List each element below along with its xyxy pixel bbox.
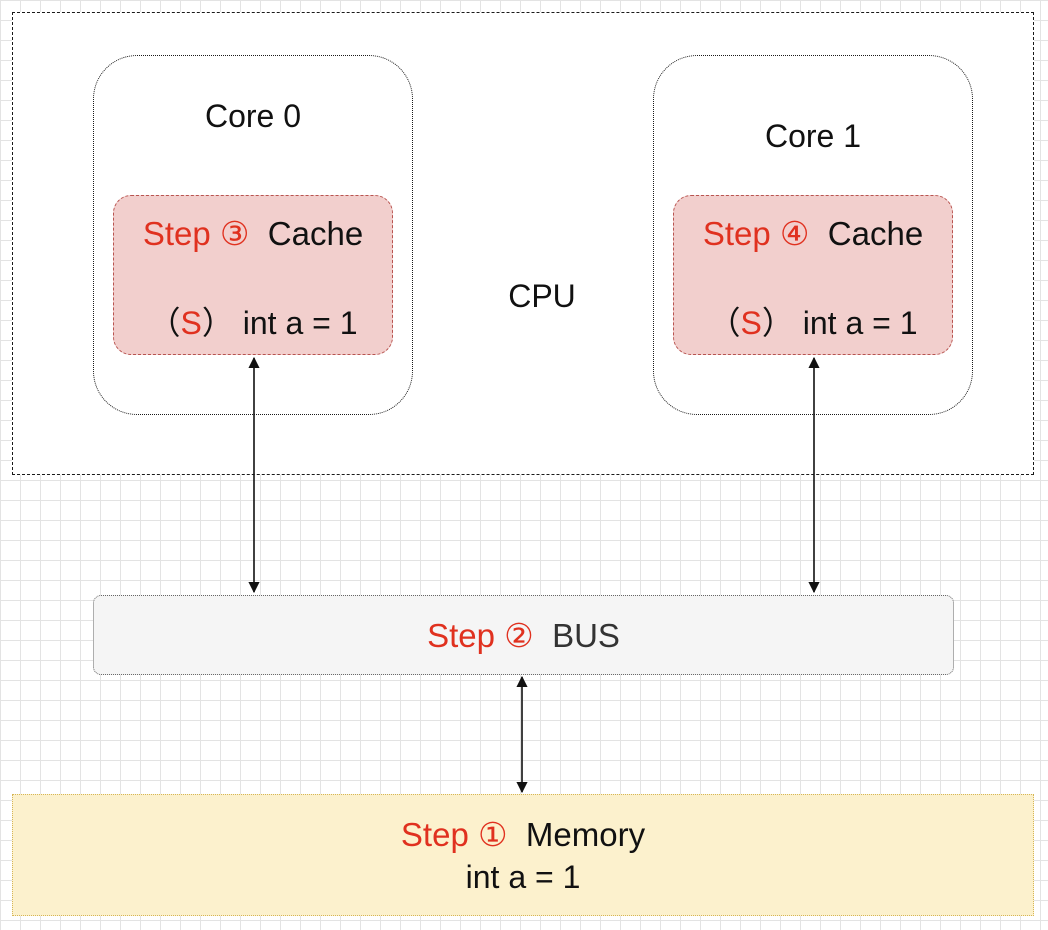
bus-name: BUS xyxy=(552,617,620,654)
memory-name: Memory xyxy=(525,816,646,853)
core-0-cache-value: int a = 1 xyxy=(242,305,358,341)
core-0-title: Core 0 xyxy=(204,98,302,134)
bus-step: Step ② xyxy=(427,617,534,654)
core-0-cache-line: （S） int a = 1 xyxy=(114,298,392,344)
core-0-state-open: （ xyxy=(148,305,181,341)
core-0-cache-name: Cache xyxy=(267,215,364,252)
core-0-cache: Step ③ Cache （S） int a = 1 xyxy=(113,195,393,355)
core-1-title: Core 1 xyxy=(764,118,862,154)
memory-title: Step ① Memory xyxy=(13,815,1033,854)
core-0-cache-title: Step ③ Cache xyxy=(114,214,392,253)
core-0-cache-state: S xyxy=(180,305,202,341)
core-1-cache-value: int a = 1 xyxy=(802,305,918,341)
bus-box: Step ② BUS xyxy=(93,595,954,675)
core-1-cache: Step ④ Cache （S） int a = 1 xyxy=(673,195,953,355)
memory-value: int a = 1 xyxy=(465,859,581,895)
core-1-cache-title: Step ④ Cache xyxy=(674,214,952,253)
core-1-cache-step: Step ④ xyxy=(702,215,810,252)
core-1-state-close: ） xyxy=(761,305,794,341)
core-1-state-open: （ xyxy=(708,305,741,341)
core-1-cache-name: Cache xyxy=(827,215,924,252)
core-0-state-close: ） xyxy=(201,305,234,341)
memory-box: Step ① Memory int a = 1 xyxy=(12,794,1034,916)
memory-step: Step ① xyxy=(400,816,508,853)
bus-label: Step ② BUS xyxy=(94,616,953,655)
core-0-cache-step: Step ③ xyxy=(142,215,250,252)
core-1-cache-state: S xyxy=(740,305,762,341)
core-1-cache-line: （S） int a = 1 xyxy=(674,298,952,344)
cpu-label: CPU xyxy=(508,278,576,314)
